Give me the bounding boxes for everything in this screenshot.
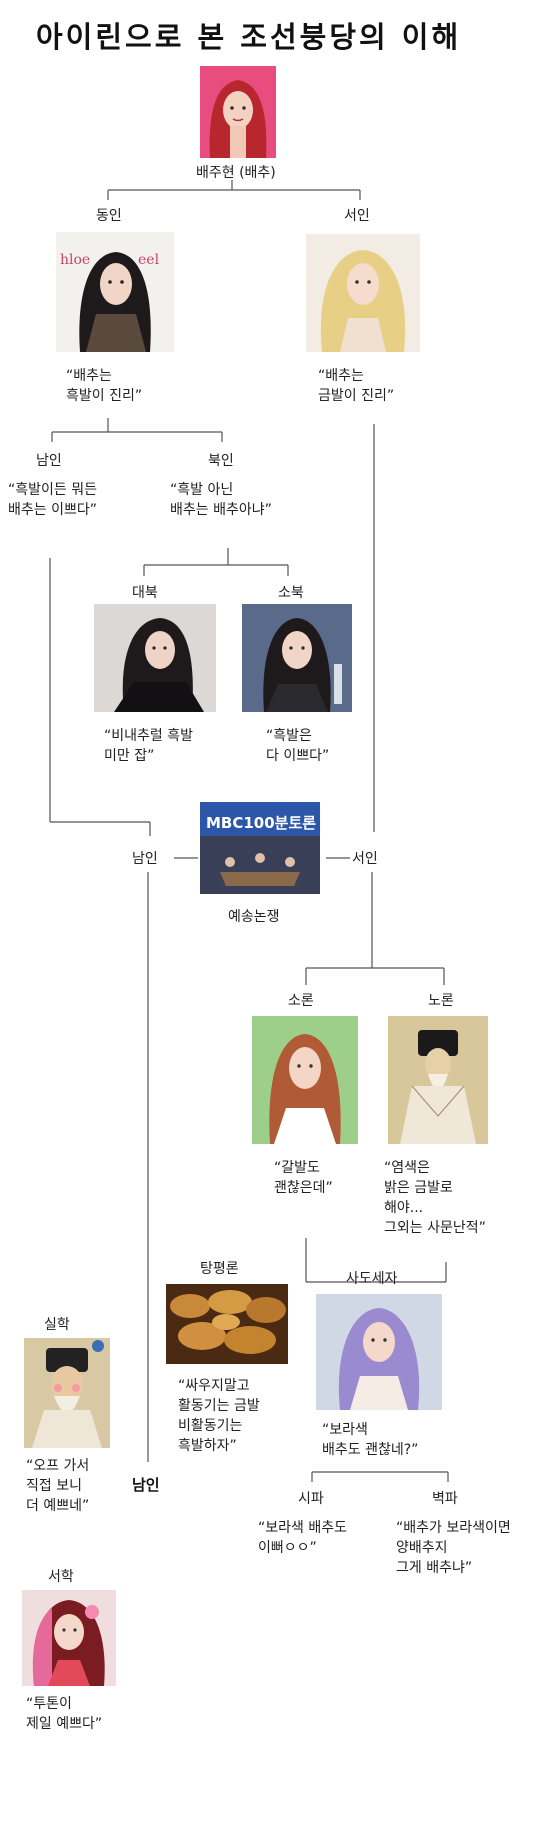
sobuk-quote: “흑발은 다 이쁘다” bbox=[266, 728, 330, 764]
svg-text:eel: eel bbox=[138, 252, 160, 268]
daebuk-label: 대북 bbox=[132, 585, 158, 601]
tangpyeong-photo bbox=[166, 1284, 288, 1364]
sipa-quote: “보라색 배추도 이뻐ㅇㅇ” bbox=[258, 1520, 347, 1556]
silhak-portrait bbox=[24, 1338, 110, 1448]
noron-label: 노론 bbox=[428, 993, 454, 1009]
daebuk-photo bbox=[94, 604, 216, 712]
seoin-photo bbox=[306, 234, 420, 352]
namin-label: 남인 bbox=[36, 453, 62, 469]
debate-tv-photo: MBC100분토론 bbox=[200, 802, 320, 894]
seohak-photo bbox=[22, 1590, 116, 1686]
namin-quote: “흑발이든 뭐든 배추는 이쁘다” bbox=[8, 482, 97, 518]
tangpyeong-quote: “싸우지말고 활동기는 금발 비활동기는 흑발하자” bbox=[178, 1378, 260, 1454]
sobuk-label: 소북 bbox=[278, 585, 304, 601]
bukin-label: 북인 bbox=[208, 453, 234, 469]
root-photo bbox=[200, 66, 276, 158]
seoin-label: 서인 bbox=[344, 208, 370, 224]
tv-logo-text: MBC100분토론 bbox=[206, 814, 316, 832]
dongin-label: 동인 bbox=[96, 208, 122, 224]
soron-label: 소론 bbox=[288, 993, 314, 1009]
debate-namin-label: 남인 bbox=[132, 851, 158, 867]
noron-quote: “염색은 밝은 금발로 해야... 그외는 사문난적” bbox=[384, 1160, 486, 1236]
sipa-label: 시파 bbox=[298, 1491, 324, 1507]
sado-label: 사도세자 bbox=[346, 1271, 398, 1287]
bukin-quote: “흑발 아닌 배추는 배추아냐” bbox=[170, 482, 272, 518]
sobuk-photo bbox=[242, 604, 352, 712]
byeokpa-quote: “배추가 보라색이면 양배추지 그게 배추냐” bbox=[396, 1520, 511, 1576]
silhak-quote: “오프 가서 직접 보니 더 예쁘네” bbox=[26, 1458, 90, 1514]
noron-portrait bbox=[388, 1016, 488, 1144]
root-label: 배주현 (배추) bbox=[196, 165, 276, 181]
soron-photo bbox=[252, 1016, 358, 1144]
soron-quote: “갈발도 괜찮은데” bbox=[274, 1160, 333, 1196]
page-title: 아이린으로 본 조선붕당의 이해 bbox=[36, 20, 462, 54]
seohak-label: 서학 bbox=[48, 1569, 74, 1585]
seohak-quote: “투톤이 제일 예쁘다” bbox=[26, 1696, 103, 1732]
dongin-quote: “배추는 흑발이 진리” bbox=[66, 368, 143, 404]
namin-late-label: 남인 bbox=[132, 1476, 160, 1494]
silhak-label: 실학 bbox=[44, 1317, 70, 1333]
byeokpa-label: 벽파 bbox=[432, 1491, 458, 1507]
tangpyeong-label: 탕평론 bbox=[200, 1261, 239, 1277]
sado-photo bbox=[316, 1294, 442, 1410]
dongin-photo: hloe eel bbox=[56, 232, 174, 352]
svg-text:hloe: hloe bbox=[60, 252, 90, 268]
seoin-quote: “배추는 금발이 진리” bbox=[318, 368, 395, 404]
sado-quote: “보라색 배추도 괜찮네?” bbox=[322, 1422, 419, 1458]
debate-caption: 예송논쟁 bbox=[228, 909, 280, 925]
debate-seoin-label: 서인 bbox=[352, 851, 378, 867]
daebuk-quote: “비내추럴 흑발 미만 잡” bbox=[104, 728, 193, 764]
